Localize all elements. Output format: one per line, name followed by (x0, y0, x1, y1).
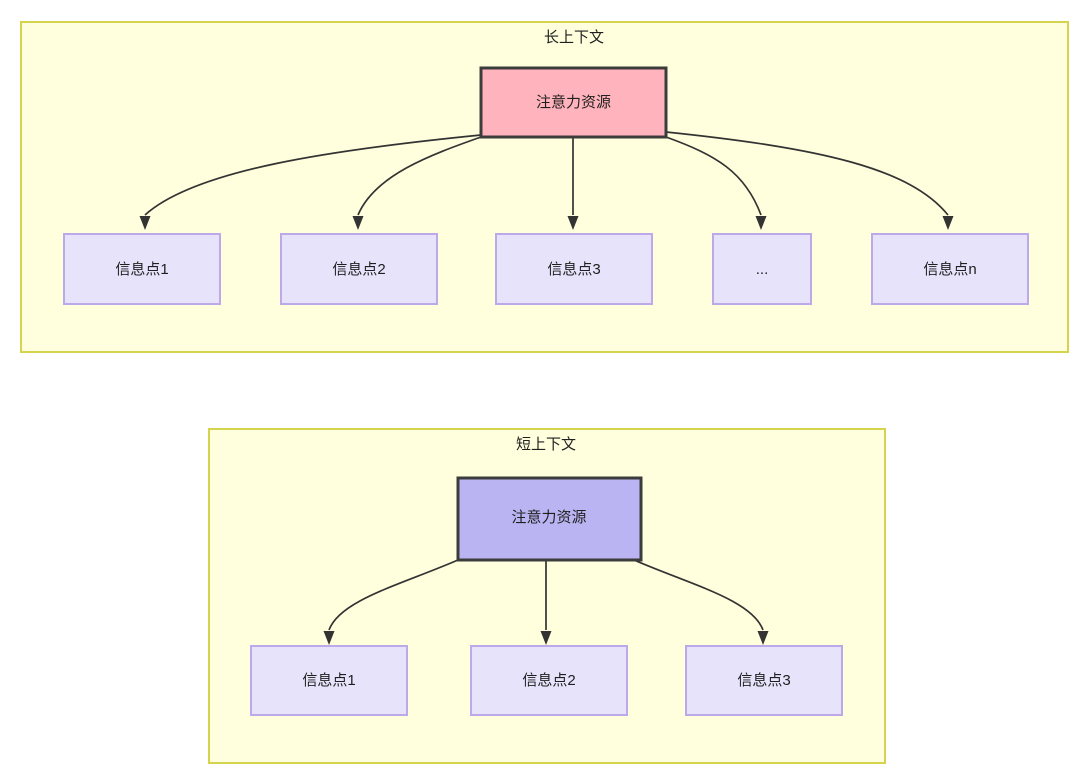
node-info-point-3-short-label: 信息点3 (737, 672, 790, 689)
arrow-head-info-2 (352, 216, 364, 230)
edge-root-to-info-5 (665, 131, 949, 216)
edges-short-context (323, 559, 769, 645)
arrow-head-info-4 (755, 216, 767, 230)
node-info-point-2-short[interactable]: 信息点2 (470, 645, 628, 716)
node-attention-resource-long-rect[interactable] (479, 66, 668, 139)
edge-root-to-info-4 (665, 136, 762, 216)
node-info-point-3-short[interactable]: 信息点3 (685, 645, 843, 716)
panel-short-context-title: 短上下文 (516, 436, 576, 453)
node-info-point-3-long-label: 信息点3 (547, 261, 600, 278)
node-info-point-1-long-label: 信息点1 (115, 261, 168, 278)
arrow-head-info-2-short (540, 631, 552, 645)
node-info-point-n-long-label: 信息点n (923, 261, 976, 278)
node-info-point-ellipsis-long-label: ... (756, 261, 769, 278)
node-attention-resource-short-label: 注意力资源 (511, 508, 586, 526)
node-info-point-1-long[interactable]: 信息点1 (63, 233, 221, 305)
node-attention-resource-short-rect[interactable] (456, 476, 643, 562)
node-attention-resource-long[interactable]: 注意力资源 (479, 66, 668, 139)
node-info-point-n-long[interactable]: 信息点n (871, 233, 1029, 305)
node-attention-resource-short[interactable]: 注意力资源 (456, 476, 643, 562)
node-info-point-2-long-label: 信息点2 (332, 261, 385, 278)
node-info-point-ellipsis-long[interactable]: ... (712, 233, 812, 305)
node-info-point-2-short-label: 信息点2 (522, 672, 575, 689)
arrow-head-info-1-short (323, 631, 335, 645)
node-attention-resource-long-label: 注意力资源 (536, 93, 611, 111)
node-info-point-n-long-rect[interactable] (871, 233, 1029, 305)
node-info-point-1-short-rect[interactable] (250, 645, 408, 716)
node-info-point-ellipsis-long-rect[interactable] (712, 233, 812, 305)
edge-root-to-info-3-short (633, 559, 764, 631)
edges-long-context (139, 131, 954, 230)
node-info-point-1-short-label: 信息点1 (302, 672, 355, 689)
edge-root-to-info-1 (144, 134, 482, 216)
panel-long-context-title: 长上下文 (544, 29, 604, 46)
node-info-point-3-short-rect[interactable] (685, 645, 843, 716)
node-info-point-2-short-rect[interactable] (470, 645, 628, 716)
node-info-point-3-long[interactable]: 信息点3 (495, 233, 653, 305)
node-info-point-1-long-rect[interactable] (63, 233, 221, 305)
node-info-point-3-long-rect[interactable] (495, 233, 653, 305)
node-info-point-2-long[interactable]: 信息点2 (280, 233, 438, 305)
arrow-head-info-1 (139, 216, 151, 230)
node-info-point-1-short[interactable]: 信息点1 (250, 645, 408, 716)
node-info-point-2-long-rect[interactable] (280, 233, 438, 305)
arrow-head-info-3 (567, 216, 579, 230)
panel-long-context: 长上下文 注意力资源 信息点1 信息点2 (20, 21, 1069, 353)
edge-root-to-info-1-short (328, 559, 459, 631)
edge-root-to-info-2 (357, 136, 482, 216)
arrow-head-info-5 (942, 216, 954, 230)
panel-short-context: 短上下文 注意力资源 信息点1 信息点2 信息点3 (208, 428, 886, 764)
arrow-head-info-3-short (757, 631, 769, 645)
